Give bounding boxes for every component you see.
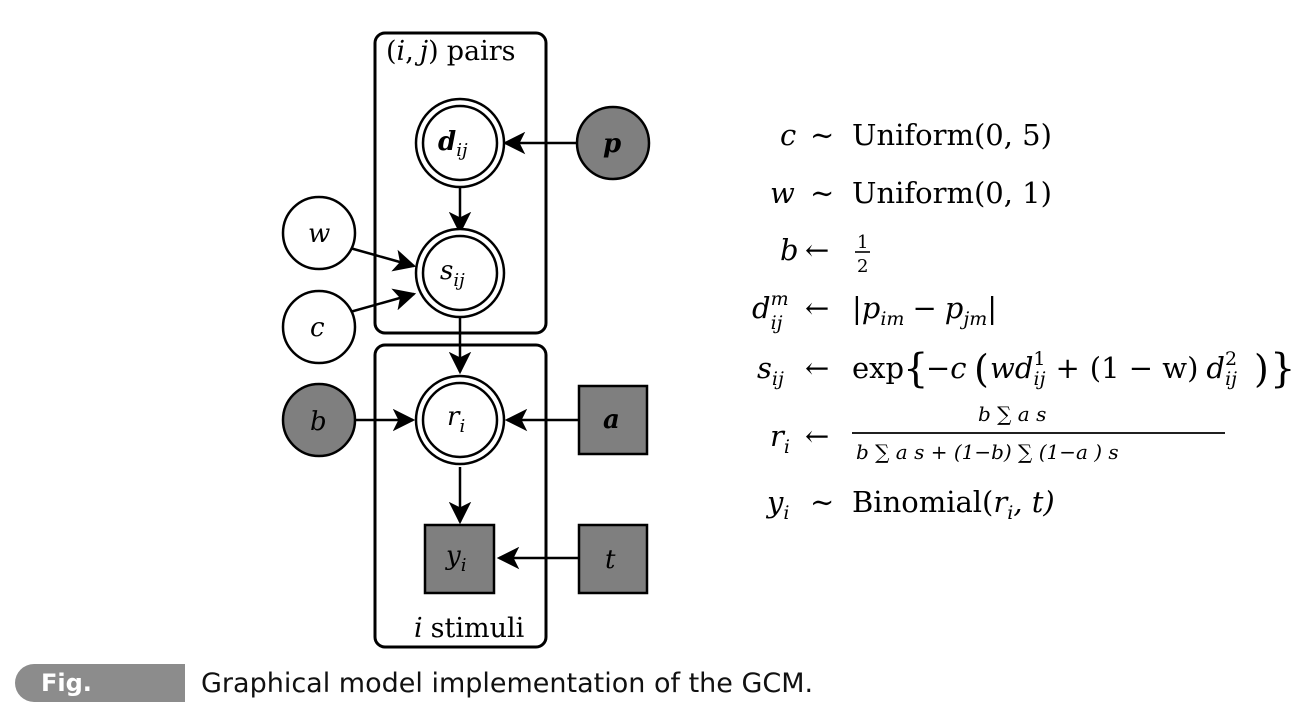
svg-text:): ) (1254, 347, 1269, 391)
svg-text:c: c (310, 313, 325, 343)
svg-text:exp: exp (852, 351, 904, 385)
svg-text:c: c (780, 118, 796, 152)
svg-text:|pim−pjm|: |pim−pjm| (852, 291, 997, 330)
equation-b: b ← 1 2 (780, 232, 870, 277)
svg-text:ri: ri (770, 419, 790, 458)
equation-w: w ∼ Uniform(0, 1) (770, 176, 1052, 210)
svg-text:(: ( (974, 347, 989, 391)
svg-text:Uniform(0, 5): Uniform(0, 5) (852, 118, 1052, 152)
node-b: b (281, 382, 357, 458)
svg-text:−c: −c (926, 351, 967, 385)
svg-text:b: b (310, 407, 327, 437)
svg-text:w: w (770, 176, 795, 210)
svg-text:∼: ∼ (810, 118, 834, 152)
svg-text:ri: ri (447, 402, 465, 437)
node-s: sij (414, 227, 506, 319)
svg-text:2: 2 (857, 256, 868, 277)
svg-text:dij: dij (438, 127, 468, 161)
svg-text:b: b (780, 233, 799, 267)
equation-c: c ∼ Uniform(0, 5) (780, 118, 1052, 152)
svg-text:sij: sij (440, 256, 465, 291)
svg-text:∼: ∼ (810, 176, 834, 210)
svg-text:yi: yi (765, 485, 789, 524)
edge-w-to-s (349, 246, 417, 272)
svg-text:w: w (308, 219, 330, 249)
node-t: t (577, 523, 649, 595)
node-d: dij (414, 97, 506, 189)
equation-r: ri ← b ∑ a s b ∑ a s + (1−b) ∑ (1−a ) s (770, 402, 1225, 464)
svg-text:t: t (605, 545, 616, 575)
svg-text:b ∑ a s + (1−b) ∑ (1−a ) s: b ∑ a s + (1−b) ∑ (1−a ) s (856, 440, 1119, 464)
svg-text:a: a (603, 405, 620, 435)
svg-text:}: } (1270, 346, 1295, 392)
caption-text: Graphical model implementation of the GC… (201, 667, 814, 699)
node-a: a (577, 384, 649, 456)
svg-text:←: ← (805, 419, 829, 453)
figure-caption: Fig. 17.2 Graphical model implementation… (15, 663, 814, 724)
edge-c-to-s (349, 288, 417, 314)
svg-text:←: ← (805, 351, 829, 385)
node-c: c (281, 289, 357, 365)
node-r: ri (414, 374, 506, 466)
node-w: w (281, 195, 357, 271)
svg-text:←: ← (805, 291, 829, 325)
node-y: yi (423, 523, 496, 595)
svg-text:p: p (603, 129, 621, 159)
equation-y: yi ∼ Binomial(ri, t) (765, 485, 1055, 524)
svg-text:{: { (903, 346, 928, 392)
svg-text:Binomial(ri, t): Binomial(ri, t) (852, 485, 1055, 524)
svg-text:Uniform(0, 1): Uniform(0, 1) (852, 176, 1052, 210)
svg-text:b ∑ a s: b ∑ a s (978, 402, 1046, 426)
node-p: p (575, 105, 651, 181)
plate-pairs-label: (i,j)pairs (386, 36, 515, 67)
svg-text:sij: sij (757, 351, 784, 390)
svg-text:∼: ∼ (810, 485, 834, 519)
svg-text:←: ← (805, 233, 829, 267)
figure-number-tag: Fig. 17.2 (15, 664, 185, 724)
svg-text:yi: yi (445, 541, 466, 576)
svg-text:1: 1 (857, 232, 868, 253)
